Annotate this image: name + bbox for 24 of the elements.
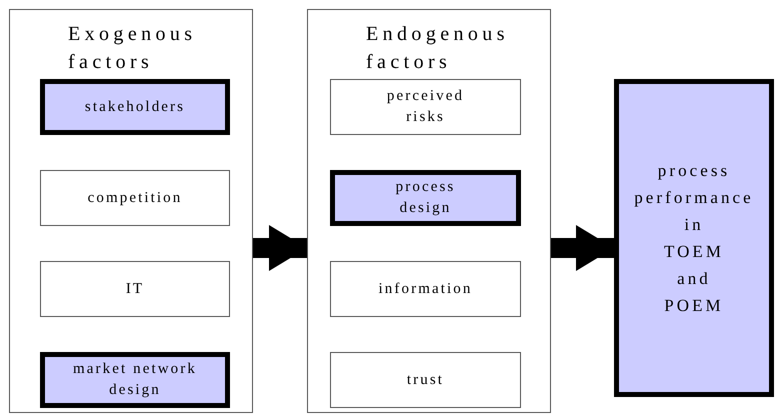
highlighted-factor-box (330, 170, 521, 226)
highlighted-factor-box (40, 352, 230, 408)
box-label: information (378, 280, 472, 298)
factor-box (330, 261, 521, 317)
box-label: perceived risks (386, 87, 466, 127)
highlighted-factor-box (40, 79, 230, 135)
box-label: trust (406, 370, 444, 390)
group-heading: Endogenous factors (366, 22, 510, 75)
factor-box (40, 261, 230, 317)
factor-box (330, 352, 521, 408)
box-label: IT (126, 280, 144, 298)
block-arrow (253, 225, 307, 271)
group-heading: Exogenous factors (68, 22, 198, 75)
box-label: process performance in TOEM and POEM (633, 160, 755, 317)
box-label: process design (394, 178, 456, 218)
box-label: competition (88, 188, 182, 208)
box-label: stakeholders (84, 98, 186, 116)
group-panel (307, 9, 551, 413)
group-panel (9, 9, 253, 413)
factor-box (40, 170, 230, 226)
factor-box (330, 79, 521, 135)
outcome-box (614, 79, 774, 397)
box-label: market network design (72, 360, 198, 400)
block-arrow (551, 225, 614, 271)
